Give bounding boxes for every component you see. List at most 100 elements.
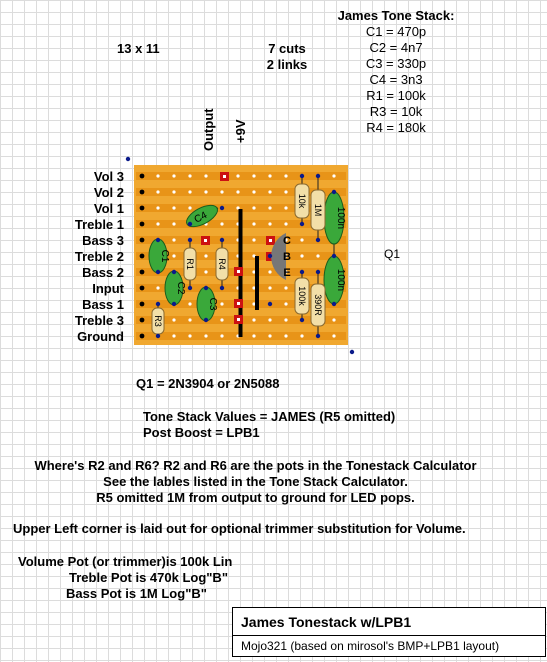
label-res-100k: 100k bbox=[297, 286, 307, 306]
solder-point bbox=[203, 317, 209, 323]
row-label-treble-1: Treble 1 bbox=[74, 217, 124, 232]
solder-point bbox=[171, 301, 177, 307]
board-hole bbox=[268, 222, 272, 226]
copper-strip bbox=[136, 188, 346, 196]
note-post-boost: Post Boost = LPB1 bbox=[143, 425, 260, 440]
board-hole bbox=[284, 190, 288, 194]
note-tonestack: Tone Stack Values = JAMES (R5 omitted) bbox=[143, 409, 396, 424]
label-c2: C2 bbox=[175, 282, 186, 295]
solder-point bbox=[155, 269, 161, 275]
spec-c3: C3 = 330p bbox=[365, 56, 427, 71]
corner-marker-top-left bbox=[125, 156, 131, 162]
solder-point bbox=[219, 237, 225, 243]
solder-point bbox=[155, 333, 161, 339]
title-block-divider bbox=[233, 635, 545, 636]
board-hole bbox=[220, 318, 224, 322]
row-label-input: Input bbox=[92, 281, 124, 296]
row-label-bass-3: Bass 3 bbox=[82, 233, 124, 248]
row-label-bass-2: Bass 2 bbox=[82, 265, 124, 280]
cut-centre bbox=[237, 270, 240, 273]
row-label-treble-2: Treble 2 bbox=[74, 249, 124, 264]
spec-c1: C1 = 470p bbox=[365, 24, 427, 39]
solder-point bbox=[187, 237, 193, 243]
label-res-10k: 10k bbox=[297, 194, 307, 209]
cut-centre bbox=[223, 175, 226, 178]
board-hole bbox=[188, 334, 192, 338]
board-hole bbox=[236, 190, 240, 194]
offboard-wire-point bbox=[139, 189, 145, 195]
note-vol-pot: Volume Pot (or trimmer)is 100k Lin bbox=[18, 554, 233, 569]
cut-centre bbox=[237, 318, 240, 321]
board-hole bbox=[156, 190, 160, 194]
label-r4: R4 bbox=[217, 258, 227, 270]
spec-r4: R4 = 180k bbox=[366, 120, 426, 135]
board-hole bbox=[188, 318, 192, 322]
solder-point bbox=[299, 173, 305, 179]
link-wire-2 bbox=[255, 256, 259, 310]
offboard-wire-point bbox=[139, 221, 145, 227]
board-hole bbox=[268, 190, 272, 194]
row-label-vol-2: Vol 2 bbox=[93, 185, 124, 200]
q1-side-label: Q1 bbox=[384, 247, 401, 261]
board-hole bbox=[252, 238, 256, 242]
transistor-pin-b: B bbox=[283, 251, 291, 263]
note-treble-pot: Treble Pot is 470k Log"B" bbox=[69, 570, 228, 585]
board-hole bbox=[284, 222, 288, 226]
resistor-r4 bbox=[215, 247, 229, 281]
board-hole bbox=[172, 238, 176, 242]
board-hole bbox=[172, 318, 176, 322]
solder-point bbox=[299, 221, 305, 227]
capacitor-c4 bbox=[186, 204, 218, 228]
board-hole bbox=[156, 174, 160, 178]
board-hole bbox=[252, 270, 256, 274]
note-bass-pot: Bass Pot is 1M Log"B" bbox=[66, 586, 207, 601]
offboard-wire-point bbox=[139, 333, 145, 339]
links-label: 2 links bbox=[266, 57, 308, 72]
resistor-r1 bbox=[183, 247, 197, 281]
transistor-pin-c: C bbox=[283, 235, 291, 247]
solder-point bbox=[315, 173, 321, 179]
board-hole bbox=[284, 206, 288, 210]
solder-point bbox=[267, 301, 273, 307]
board-hole bbox=[156, 222, 160, 226]
offboard-wire-point bbox=[139, 285, 145, 291]
spec-r3: R3 = 10k bbox=[369, 104, 423, 119]
board-hole bbox=[332, 318, 336, 322]
spec-c2: C2 = 4n7 bbox=[369, 40, 423, 55]
board-hole bbox=[252, 254, 256, 258]
board-hole bbox=[236, 174, 240, 178]
board-hole bbox=[188, 190, 192, 194]
board-hole bbox=[172, 334, 176, 338]
offboard-wire-point bbox=[139, 301, 145, 307]
spec-r1: R1 = 100k bbox=[366, 88, 426, 103]
specs-title: James Tone Stack: bbox=[337, 8, 455, 23]
resistor-1m bbox=[310, 189, 326, 231]
cut-centre bbox=[269, 239, 272, 242]
resistor-10k bbox=[294, 183, 310, 219]
row-label-vol-3: Vol 3 bbox=[93, 169, 124, 184]
board-hole bbox=[252, 286, 256, 290]
board-hole bbox=[252, 206, 256, 210]
board-hole bbox=[188, 302, 192, 306]
board-hole bbox=[332, 334, 336, 338]
solder-point bbox=[331, 301, 337, 307]
board-hole bbox=[172, 206, 176, 210]
board-hole bbox=[268, 334, 272, 338]
solder-point bbox=[267, 253, 273, 259]
resistors bbox=[151, 183, 326, 335]
transistor-pin-e: E bbox=[283, 267, 290, 279]
board-hole bbox=[300, 254, 304, 258]
board-hole bbox=[204, 254, 208, 258]
title-block-title: James Tonestack w/LPB1 bbox=[241, 614, 412, 630]
board-hole bbox=[172, 190, 176, 194]
cut-centre bbox=[204, 239, 207, 242]
board-size-label: 13 x 11 bbox=[117, 41, 160, 56]
board-hole bbox=[172, 174, 176, 178]
board-hole bbox=[204, 334, 208, 338]
offboard-wire-point bbox=[139, 269, 145, 275]
transistor-q1 bbox=[271, 233, 286, 280]
note-q1: Q1 = 2N3904 or 2N5088 bbox=[136, 376, 280, 391]
row-label-vol-1: Vol 1 bbox=[93, 201, 124, 216]
row-label-bass-1: Bass 1 bbox=[82, 297, 124, 312]
solder-points bbox=[139, 173, 337, 339]
